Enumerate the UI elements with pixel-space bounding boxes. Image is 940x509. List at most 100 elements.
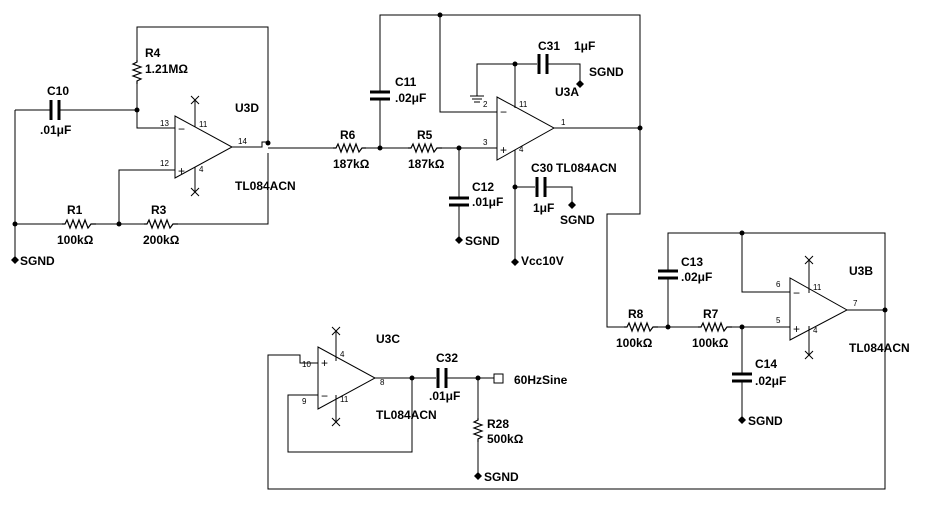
u3b-ref: U3B (849, 264, 873, 278)
sine-label: 60HzSine (514, 373, 568, 387)
sine-port (493, 373, 504, 384)
sgnd-symbol (568, 201, 576, 209)
r4-ref: R4 (145, 46, 161, 60)
r6-value: 187kΩ (333, 157, 370, 171)
svg-text:9: 9 (302, 397, 307, 406)
c14-ref: C14 (755, 357, 777, 371)
r3-value: 200kΩ (143, 233, 180, 247)
svg-text:−: − (793, 286, 800, 300)
svg-text:11: 11 (340, 395, 349, 404)
sgnd-label: SGND (589, 65, 624, 79)
r28-value: 500kΩ (487, 432, 524, 446)
u3d-part: TL084ACN (235, 179, 296, 193)
r7-resistor (698, 321, 732, 333)
sgnd-symbol (474, 472, 482, 480)
svg-text:2: 2 (483, 100, 488, 109)
c31-ref: C31 (538, 39, 560, 53)
c13-value: .02μF (681, 270, 712, 284)
u3a-opamp (496, 96, 556, 161)
r3-ref: R3 (151, 203, 167, 217)
svg-text:−: − (321, 389, 328, 403)
stage-u3a: R6 187kΩ R5 187kΩ C11 .02μF SGND C12 .01… (333, 12, 643, 268)
r6-ref: R6 (340, 128, 356, 142)
svg-text:13: 13 (160, 119, 169, 128)
svg-text:−: − (500, 105, 507, 119)
u3b-part: TL084ACN (849, 341, 910, 355)
sgnd-label: SGND (20, 254, 55, 268)
svg-text:4: 4 (199, 165, 204, 174)
svg-text:4: 4 (519, 145, 524, 154)
r1-resistor (62, 218, 96, 230)
stage-u3b: R8 100kΩ R7 100kΩ C13 .02μF SGND C14 .02… (267, 128, 910, 490)
svg-text:11: 11 (519, 100, 528, 109)
u3c-part: TL084ACN (376, 408, 437, 422)
stage-u3d: R4 1.21MΩ C10 .01μF R1 100kΩ R3 200kΩ − … (11, 26, 333, 268)
sgnd-label: SGND (484, 470, 519, 484)
u3b-opamp (789, 277, 849, 341)
svg-text:−: − (178, 122, 185, 136)
stage-u3c: + − 10 9 8 4 11 U3C TL084ACN C32 .01μF 6… (287, 326, 568, 484)
svg-text:+: + (321, 356, 328, 370)
sgnd-label: SGND (465, 234, 500, 248)
c12-value: .01μF (472, 195, 503, 209)
c31-value: 1μF (574, 39, 595, 53)
svg-text:7: 7 (853, 299, 858, 308)
sgnd-label: SGND (560, 213, 595, 227)
c10-ref: C10 (47, 84, 69, 98)
u3d-opamp (174, 115, 234, 179)
r7-value: 100kΩ (692, 336, 729, 350)
r6-resistor (333, 142, 366, 154)
c30-value: 1μF (533, 201, 554, 215)
sgnd-label: SGND (748, 414, 783, 428)
r5-value: 187kΩ (408, 157, 445, 171)
c32-value: .01μF (429, 389, 460, 403)
c32-ref: C32 (436, 351, 458, 365)
svg-text:4: 4 (813, 326, 818, 335)
u3a-ref: U3A (555, 85, 579, 99)
svg-text:6: 6 (776, 280, 781, 289)
r4-value: 1.21MΩ (145, 62, 188, 76)
r5-resistor (408, 142, 442, 154)
r5-ref: R5 (417, 128, 433, 142)
c14-value: .02μF (755, 374, 786, 388)
r8-resistor (624, 321, 658, 333)
vcc-label: Vcc10V (521, 254, 564, 268)
u3a-part: TL084ACN (556, 161, 617, 175)
u3d-ref: U3D (235, 101, 259, 115)
svg-text:1: 1 (561, 118, 566, 127)
r1-value: 100kΩ (57, 233, 94, 247)
vcc-symbol (511, 258, 519, 266)
r8-ref: R8 (628, 307, 644, 321)
c30-ref: C30 (531, 161, 553, 175)
svg-text:11: 11 (199, 120, 208, 129)
svg-text:11: 11 (813, 283, 822, 292)
svg-text:12: 12 (160, 159, 169, 168)
svg-text:8: 8 (380, 378, 385, 387)
sgnd-symbol (738, 416, 746, 424)
svg-text:14: 14 (238, 137, 247, 146)
r4-resistor (131, 60, 143, 84)
svg-text:+: + (178, 164, 185, 178)
svg-text:3: 3 (483, 138, 488, 147)
svg-text:5: 5 (776, 316, 781, 325)
sgnd-symbol (11, 256, 19, 264)
svg-text:4: 4 (340, 350, 345, 359)
u3c-ref: U3C (376, 332, 400, 346)
sgnd-symbol (455, 236, 463, 244)
u3c-opamp (317, 346, 377, 410)
c13-ref: C13 (681, 255, 703, 269)
r8-value: 100kΩ (616, 336, 653, 350)
c11-ref: C11 (395, 75, 417, 89)
svg-text:+: + (793, 322, 800, 336)
c10-value: .01μF (40, 123, 71, 137)
r3-resistor (144, 218, 178, 230)
c12-ref: C12 (472, 180, 494, 194)
r28-ref: R28 (487, 417, 509, 431)
c11-value: .02μF (395, 91, 426, 105)
svg-text:10: 10 (302, 360, 311, 369)
r1-ref: R1 (67, 203, 83, 217)
svg-text:+: + (500, 143, 507, 157)
r28-resistor (472, 418, 484, 442)
r7-ref: R7 (703, 307, 719, 321)
